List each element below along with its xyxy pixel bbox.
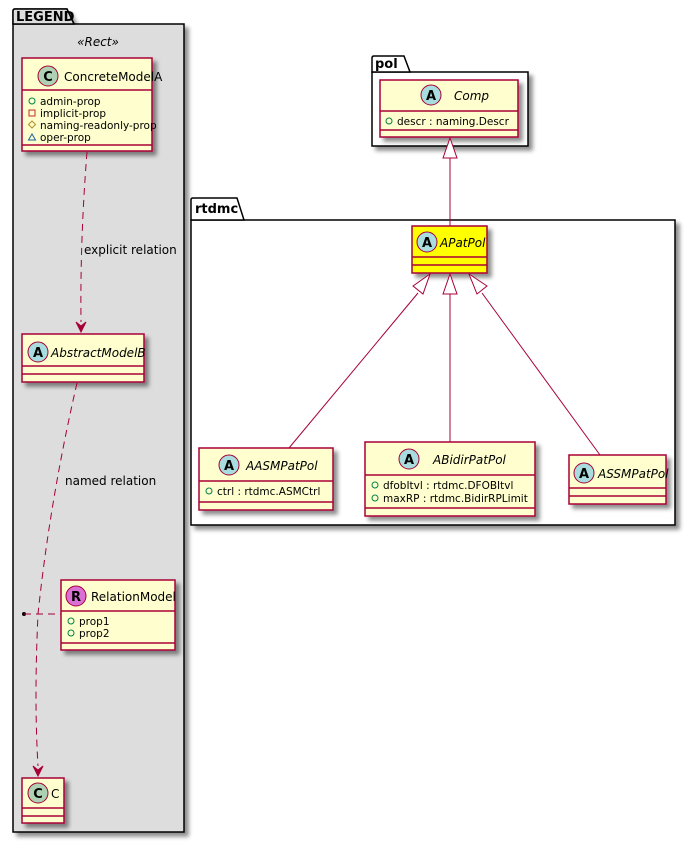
svg-text:admin-prop: admin-prop: [40, 96, 101, 108]
svg-text:R: R: [71, 590, 81, 605]
abstract-spot-icon: A: [420, 84, 442, 106]
public-visibility-icon: [385, 117, 393, 125]
svg-text:A: A: [33, 346, 43, 361]
class-spot-icon: C: [27, 782, 49, 804]
public-visibility-icon: [371, 494, 379, 502]
attribute-row: oper-prop: [27, 132, 91, 144]
attribute-row: maxRP : rtdmc.BidirRPLimit: [371, 493, 528, 505]
package-legend-body: [12, 23, 185, 833]
class-assmpatpol[interactable]: A ASSMPatPol: [568, 454, 669, 505]
svg-text:prop1: prop1: [79, 616, 110, 628]
svg-text:dfobItvl : rtdmc.DFOBItvl: dfobItvl : rtdmc.DFOBItvl: [383, 480, 513, 492]
svg-text:descr : naming.Descr: descr : naming.Descr: [397, 116, 510, 128]
public-visibility-icon: [67, 617, 75, 625]
class-name: ASSMPatPol: [597, 467, 669, 481]
arrow-head-icon: [75, 321, 87, 334]
public-visibility-icon: [205, 487, 213, 495]
package-legend: LEGEND «Rect»: [12, 8, 185, 833]
class-name: AASMPatPol: [245, 459, 318, 473]
svg-text:A: A: [404, 453, 414, 468]
class-name: Comp: [454, 89, 489, 103]
class-abstract-model-b[interactable]: A AbstractModelB: [21, 333, 146, 383]
class-abidirpatpol[interactable]: A ABidirPatPol dfobItvl : rtdmc.DFOBItvl…: [364, 441, 536, 517]
class-apatpol[interactable]: A APatPol: [411, 225, 488, 274]
public-visibility-icon: [67, 629, 75, 637]
attribute-row: prop1: [67, 616, 110, 628]
svg-text:A: A: [422, 236, 432, 251]
package-legend-name: LEGEND: [16, 10, 75, 25]
public-visibility-icon: [371, 481, 379, 489]
relation-inherit-assm[interactable]: [467, 272, 601, 456]
svg-text:A: A: [224, 459, 234, 474]
abstract-spot-icon: A: [416, 231, 438, 253]
relation-inherit-comp[interactable]: [442, 136, 458, 226]
attribute-row: admin-prop: [28, 96, 101, 108]
attribute-row: descr : naming.Descr: [385, 116, 510, 128]
protected-visibility-icon: [27, 120, 37, 129]
public-visibility-icon: [28, 97, 36, 105]
attribute-row: ctrl : rtdmc.ASMCtrl: [205, 486, 320, 498]
class-spot-icon: C: [37, 65, 59, 87]
class-c[interactable]: C C: [21, 777, 65, 824]
class-name: ABidirPatPol: [432, 453, 507, 467]
svg-text:naming-readonly-prop: naming-readonly-prop: [40, 120, 157, 132]
package-pol-name: pol: [375, 57, 398, 72]
svg-text:C: C: [33, 787, 43, 802]
generalization-arrow-icon: [412, 272, 431, 295]
relation-named[interactable]: named relation: [22, 382, 156, 778]
abstract-spot-icon: A: [398, 448, 420, 470]
relation-inherit-abidir[interactable]: [442, 272, 458, 442]
relation-label: explicit relation: [84, 243, 177, 257]
generalization-arrow-icon: [467, 272, 488, 295]
class-name: C: [51, 787, 59, 801]
relation-inherit-aasm[interactable]: [288, 272, 431, 449]
attribute-row: prop2: [67, 628, 110, 640]
class-concrete-model-a[interactable]: C ConcreteModelA admin-prop implicit-pro…: [21, 57, 163, 152]
svg-text:ctrl : rtdmc.ASMCtrl: ctrl : rtdmc.ASMCtrl: [217, 486, 320, 498]
attribute-row: naming-readonly-prop: [27, 120, 157, 132]
class-comp[interactable]: A Comp descr : naming.Descr: [379, 79, 519, 138]
package-visibility-icon: [27, 133, 37, 141]
relation-spot-icon: R: [65, 585, 87, 607]
generalization-arrow-icon: [442, 272, 458, 295]
svg-text:prop2: prop2: [79, 628, 110, 640]
package-legend-stereotype: «Rect»: [77, 35, 119, 49]
svg-text:A: A: [426, 89, 436, 104]
svg-text:A: A: [579, 467, 589, 482]
class-aasmpatpol[interactable]: A AASMPatPol ctrl : rtdmc.ASMCtrl: [198, 447, 334, 511]
class-name: APatPol: [439, 236, 486, 250]
svg-text:implicit-prop: implicit-prop: [40, 108, 106, 120]
private-visibility-icon: [28, 109, 36, 117]
svg-text:maxRP : rtdmc.BidirRPLimit: maxRP : rtdmc.BidirRPLimit: [383, 493, 528, 505]
attribute-row: dfobItvl : rtdmc.DFOBItvl: [371, 480, 513, 492]
abstract-spot-icon: A: [218, 454, 240, 476]
package-rtdmc-name: rtdmc: [195, 202, 238, 217]
attribute-row: implicit-prop: [28, 108, 106, 120]
class-name: ConcreteModelA: [64, 70, 163, 84]
abstract-spot-icon: A: [27, 341, 49, 363]
generalization-arrow-icon: [442, 136, 458, 159]
arrow-head-icon: [32, 765, 44, 778]
class-name: AbstractModelB: [50, 346, 146, 360]
svg-text:oper-prop: oper-prop: [40, 132, 91, 144]
svg-text:C: C: [43, 70, 53, 85]
class-relation-model[interactable]: R RelationModel prop1 prop2: [60, 579, 176, 651]
class-name: RelationModel: [91, 590, 176, 604]
abstract-spot-icon: A: [573, 462, 595, 484]
relation-explicit[interactable]: explicit relation: [75, 151, 177, 334]
relation-label: named relation: [65, 474, 156, 488]
